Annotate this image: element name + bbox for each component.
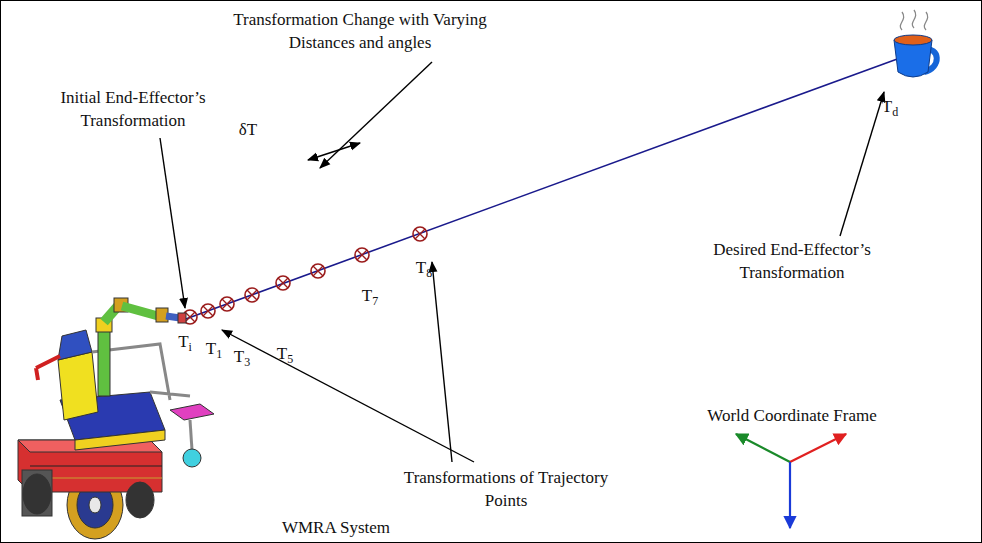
world-frame-axes: [736, 434, 846, 528]
coffee-cup: [894, 10, 937, 77]
frame-label: World Coordinate Frame: [687, 404, 897, 427]
point-label: T7: [355, 284, 385, 307]
trajectory-points: [183, 227, 427, 324]
callout-text: Initial End-Effector’s Transformation: [46, 86, 221, 132]
delta-label: δT: [228, 118, 268, 141]
leader-arrows: [160, 62, 884, 462]
callout-text: Transformation Change with Varying Dista…: [220, 8, 500, 54]
point-label: T1: [199, 337, 229, 360]
system-label: WMRA System: [261, 516, 411, 539]
point-label: T8: [409, 256, 439, 279]
point-label: Ti: [170, 330, 200, 353]
point-label: T3: [227, 345, 257, 368]
callout-text: Transformations of Trajectory Points: [390, 466, 622, 512]
point-label: T5: [270, 342, 300, 365]
trajectory-line: [183, 58, 900, 320]
point-label: Td: [875, 95, 905, 118]
callout-text: Desired End-Effector’s Transformation: [705, 238, 880, 284]
wmra-illustration: [18, 298, 214, 539]
